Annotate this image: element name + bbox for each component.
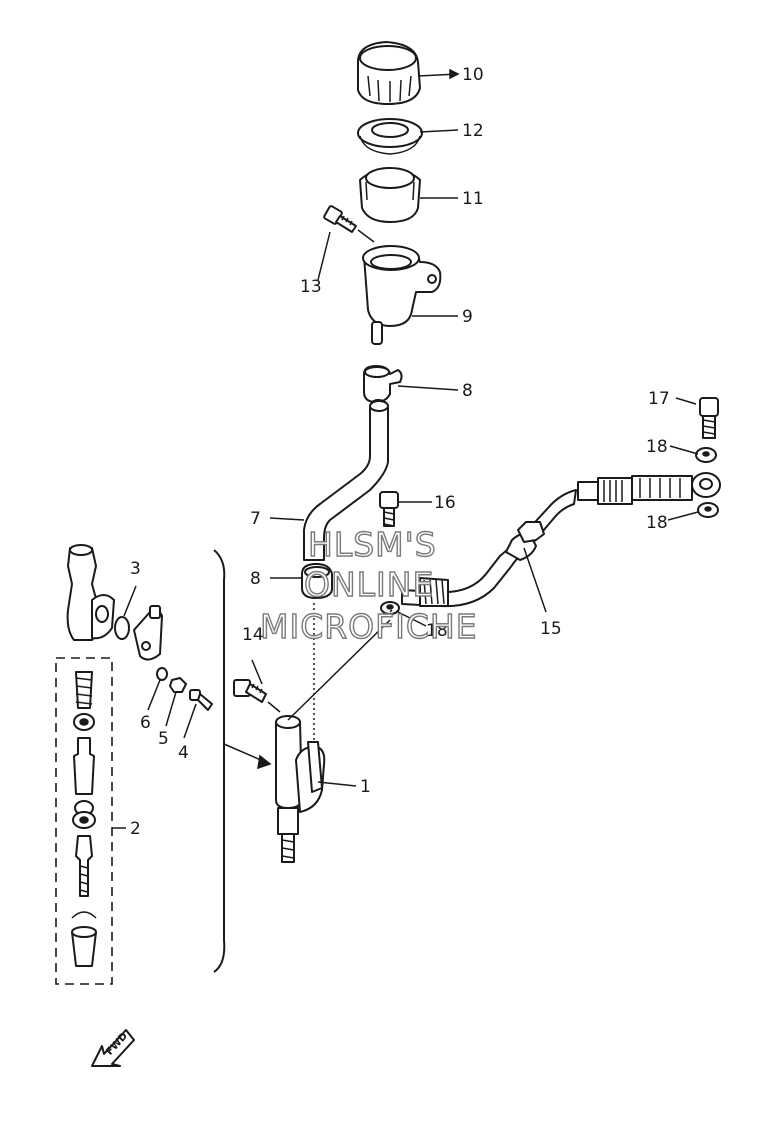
part-cover-plate xyxy=(133,605,163,661)
part-3-cylinder-body xyxy=(66,544,115,641)
part-1-master-cylinder xyxy=(275,715,326,863)
part-11-diaphragm xyxy=(359,167,421,223)
callout-2: 2 xyxy=(130,819,141,839)
callout-7: 7 xyxy=(250,509,261,529)
callout-18-right-lower: 18 xyxy=(646,513,668,533)
callout-6: 6 xyxy=(140,713,151,733)
callout-9: 9 xyxy=(462,307,473,327)
part-18-washer-right-lower xyxy=(697,502,719,518)
part-18-washer-right-upper xyxy=(695,447,717,463)
part-17-union-bolt xyxy=(699,397,719,439)
part-6-washer xyxy=(156,667,168,681)
part-5-nut xyxy=(169,677,187,693)
callout-14: 14 xyxy=(242,625,264,645)
part-13-bolt xyxy=(323,205,375,243)
callout-16: 16 xyxy=(434,493,456,513)
callout-10: 10 xyxy=(462,65,484,85)
callout-12: 12 xyxy=(462,121,484,141)
callout-numbers: 10 12 11 13 9 8 7 8 16 17 18 18 15 18 14… xyxy=(130,65,670,839)
callout-8-upper: 8 xyxy=(462,381,473,401)
part-16-union-bolt xyxy=(379,491,399,527)
part-15-brake-hose xyxy=(401,489,577,608)
callout-15: 15 xyxy=(540,619,562,639)
leader-lines xyxy=(112,68,699,829)
part-8-hose-clamp-upper xyxy=(363,365,403,403)
callout-4: 4 xyxy=(178,743,189,763)
fwd-direction-arrow: FWD xyxy=(91,1029,135,1067)
callout-11: 11 xyxy=(462,189,484,209)
callout-8-lower: 8 xyxy=(250,569,261,589)
watermark-line-2: ONLINE xyxy=(304,565,434,604)
callout-3: 3 xyxy=(130,559,141,579)
callout-17: 17 xyxy=(648,389,670,409)
part-15-hose-banjo-end xyxy=(577,472,721,505)
callout-18-right-upper: 18 xyxy=(646,437,668,457)
callout-18-center: 18 xyxy=(426,621,448,641)
part-4-screw xyxy=(189,689,213,711)
part-2-piston-kit xyxy=(55,657,113,985)
assembly-bracket xyxy=(213,549,272,973)
part-18-washer-center xyxy=(380,601,400,615)
connector-lines xyxy=(287,600,393,740)
watermark-line-1: HLSM'S xyxy=(308,525,437,564)
part-3-o-ring xyxy=(114,616,130,640)
callout-1: 1 xyxy=(360,777,371,797)
part-9-reservoir-tank xyxy=(362,245,442,345)
watermark: HLSM'S ONLINE MICROFICHE xyxy=(259,524,478,646)
part-14-bolt xyxy=(233,679,281,713)
callout-13: 13 xyxy=(300,277,322,297)
part-8-hose-clamp-lower xyxy=(301,563,333,599)
part-7-reservoir-hose xyxy=(303,399,389,561)
part-10-reservoir-cap xyxy=(357,41,421,105)
watermark-line-3: MICROFICHE xyxy=(260,607,478,646)
callout-5: 5 xyxy=(158,729,169,749)
part-12-diaphragm-plate xyxy=(357,118,423,155)
